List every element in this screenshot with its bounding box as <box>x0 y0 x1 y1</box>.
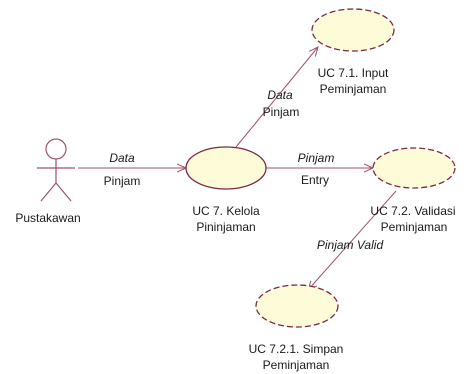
flow-uc7-to-uc71-label-line2: Pinjam <box>263 105 300 119</box>
use-case-uc7-label-line1: UC 7. Kelola <box>192 204 260 218</box>
use-case-uc7-label-line2: Pininjaman <box>196 220 255 234</box>
use-case-uc7[interactable]: UC 7. Kelola Pininjaman <box>185 146 267 234</box>
use-case-uc71-label-line2: Peminjaman <box>320 82 387 96</box>
use-case-uc7-ellipse <box>185 146 267 190</box>
flow-uc7-to-uc71 <box>235 47 318 148</box>
use-case-uc721[interactable]: UC 7.2.1. Simpan Peminjaman <box>249 284 344 372</box>
flow-uc7-to-uc72-label-line1: Pinjam <box>298 151 335 165</box>
use-case-uc72-label-line2: Peminjaman <box>381 220 448 234</box>
flow-actor-to-uc7-label-line1: Data <box>109 151 135 165</box>
flow-uc7-to-uc72-label-line2: Entry <box>301 173 329 187</box>
use-case-uc72-label-line1: UC 7.2. Validasi <box>370 204 455 218</box>
actor-label: Pustakawan <box>15 211 80 225</box>
actor-pustakawan[interactable]: Pustakawan <box>15 138 81 225</box>
flow-uc72-to-uc721 <box>308 190 397 290</box>
actor-head <box>45 138 67 160</box>
flow-uc7-to-uc71-label-line1: Data <box>267 88 293 102</box>
use-case-uc71-label-line1: UC 7.1. Input <box>318 66 389 80</box>
flow-actor-to-uc7-label-line2: Pinjam <box>104 174 141 188</box>
use-case-uc71[interactable]: UC 7.1. Input Peminjaman <box>311 8 395 96</box>
use-case-uc721-ellipse <box>255 284 339 328</box>
use-case-uc72-ellipse <box>372 147 456 189</box>
actor-left-leg <box>40 182 57 202</box>
use-case-uc721-label-line2: Peminjaman <box>263 358 330 372</box>
flow-uc72-to-uc721-label: Pinjam Valid <box>317 238 384 252</box>
use-case-uc71-ellipse <box>311 8 395 52</box>
use-case-uc72[interactable]: UC 7.2. Validasi Peminjaman <box>370 147 456 234</box>
actor-right-leg <box>55 182 72 202</box>
use-case-uc721-label-line1: UC 7.2.1. Simpan <box>249 342 344 356</box>
